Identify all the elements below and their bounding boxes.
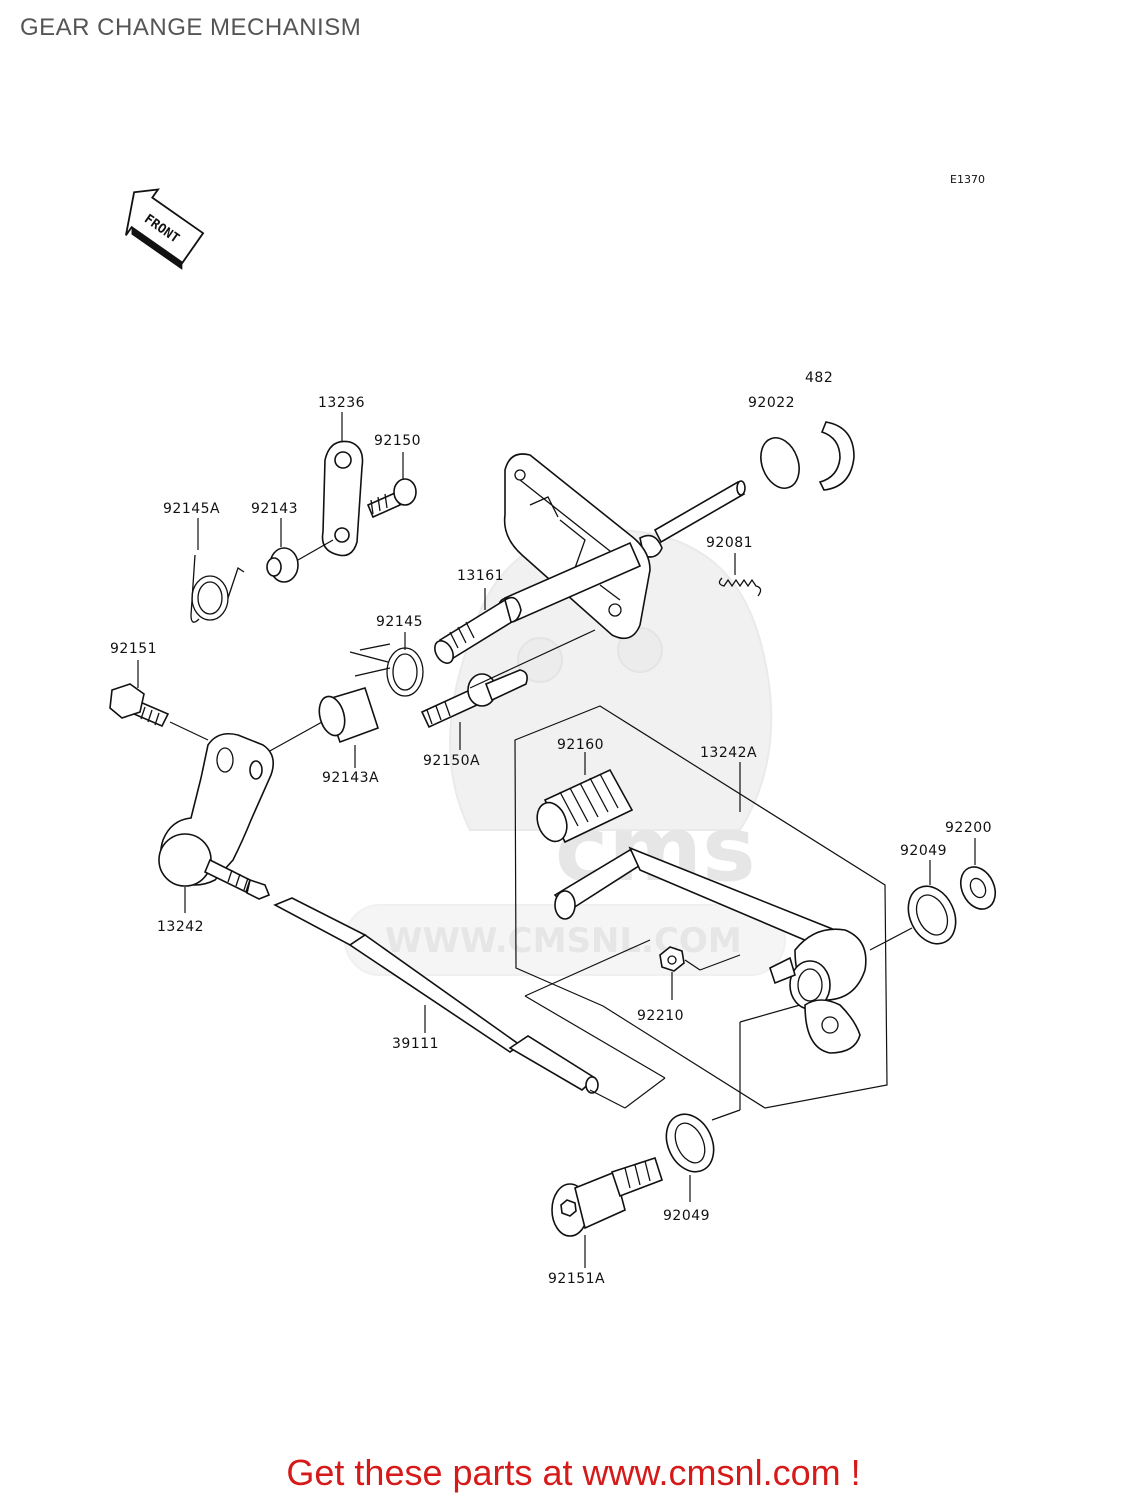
tie-rod-39111 [273,897,666,1109]
collar-92143A [318,687,379,744]
label-92049-upper: 92049 [900,843,947,859]
spring-92145 [349,643,424,697]
label-92145A: 92145A [163,501,220,517]
label-13242A: 13242A [700,745,757,761]
call-to-action-link[interactable]: Get these parts at www.cmsnl.com ! [286,1452,861,1493]
shift-pedal-arm [553,846,867,1054]
spring-92081 [718,577,762,597]
label-92150: 92150 [374,433,421,449]
label-92150A: 92150A [423,753,480,769]
pedal-assembly-frame-13242A [514,705,888,1109]
watermark-url: WWW.CMSNL.COM [385,921,742,961]
shift-arm-13236 [321,440,364,557]
diagram-ref-code: E1370 [950,173,985,186]
label-92200: 92200 [945,820,992,836]
label-92081: 92081 [706,535,753,551]
bolt-92150 [366,478,417,519]
label-92049-lower: 92049 [663,1208,710,1224]
bolt-92150A [420,669,528,729]
circlip-482 [818,421,855,491]
label-39111: 39111 [392,1036,439,1052]
oil-seal-92049-lower [665,1113,715,1173]
washer-92200 [959,866,997,910]
pin-13161 [434,596,522,664]
nut-92210 [659,946,685,972]
label-92160: 92160 [557,737,604,753]
label-92151A: 92151A [548,1271,605,1287]
pedal-rubber-92160 [536,768,634,844]
label-92022: 92022 [748,395,795,411]
spring-92145A [190,554,245,623]
shift-lever-13242 [158,732,274,900]
label-92145: 92145 [376,614,423,630]
front-arrow-icon: FRONT [125,188,205,270]
washer-92022 [760,437,800,489]
label-92210: 92210 [637,1008,684,1024]
exploded-parts-diagram: cms WWW.CMSNL.COM E1370 FRONT [109,173,997,1287]
label-92143A: 92143A [322,770,379,786]
label-92143: 92143 [251,501,298,517]
shift-plate [503,453,651,640]
collar-92143 [266,547,299,583]
label-13161: 13161 [457,568,504,584]
pivot-bolt-92151A [551,1156,663,1237]
oil-seal-92049-upper [907,885,957,945]
page-title: GEAR CHANGE MECHANISM [20,14,362,41]
label-482: 482 [805,370,833,386]
label-13242: 13242 [157,919,204,935]
label-13236: 13236 [318,395,365,411]
label-92151: 92151 [110,641,157,657]
shift-shaft [639,480,746,558]
bolt-92151 [109,683,170,728]
